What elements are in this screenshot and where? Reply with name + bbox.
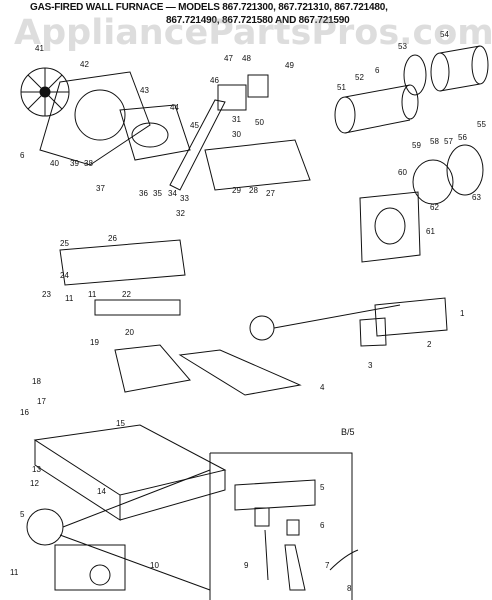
wall-plate-drawing [359, 191, 421, 263]
callout-label: 53 [398, 42, 407, 51]
callout-label: 24 [60, 271, 69, 280]
callout-label: 40 [50, 159, 59, 168]
callout-label: 52 [355, 73, 364, 82]
callout-label: 55 [477, 120, 486, 129]
watermark: AppliancePartsPros.com [14, 13, 492, 53]
blower-wheel-drawing [20, 67, 70, 117]
callout-label: 18 [32, 377, 41, 386]
callout-label: 42 [80, 60, 89, 69]
blower-housing-drawing [39, 71, 151, 166]
callout-label: 44 [170, 103, 179, 112]
callout-label: 60 [398, 168, 407, 177]
pilot-assembly-drawing [234, 479, 316, 511]
callout-label: 11 [88, 290, 97, 299]
callout-label: 5 [20, 510, 25, 519]
callout-label: 59 [412, 141, 421, 150]
callout-label: 26 [108, 234, 117, 243]
callout-label: 30 [232, 130, 241, 139]
callout-label: 31 [232, 115, 241, 124]
callout-label: 46 [210, 76, 219, 85]
callout-label: 19 [90, 338, 99, 347]
callout-label: 27 [266, 189, 275, 198]
callout-label: 25 [60, 239, 69, 248]
callout-label: 36 [139, 189, 148, 198]
callout-label: 48 [242, 54, 251, 63]
callout-label: 2 [427, 340, 432, 349]
callout-label: 37 [96, 184, 105, 193]
callout-label: 63 [472, 193, 481, 202]
callout-label: 16 [20, 408, 29, 417]
callout-label: 34 [168, 189, 177, 198]
callout-label: 57 [444, 137, 453, 146]
burner-drawing [114, 344, 191, 393]
callout-label: 22 [122, 290, 131, 299]
callout-label: 61 [426, 227, 435, 236]
callout-label: 32 [176, 209, 185, 218]
vent-pipe-drawing [334, 45, 489, 134]
callout-label: 1 [460, 309, 465, 318]
callout-label: 3 [368, 361, 373, 370]
callout-label: 9 [244, 561, 249, 570]
callout-label: 51 [337, 83, 346, 92]
callout-label: 10 [150, 561, 159, 570]
gas-valve-drawing [54, 544, 126, 591]
callout-label: 15 [116, 419, 125, 428]
callout-label: 49 [285, 61, 294, 70]
callout-label: 47 [224, 54, 233, 63]
callout-label: 58 [430, 137, 439, 146]
callout-label: 43 [140, 86, 149, 95]
base-pan-drawing [33, 424, 227, 496]
callout-label: 17 [37, 397, 46, 406]
diagram-code: B/5 [341, 427, 355, 437]
callout-label: 41 [35, 44, 44, 53]
callout-label: 14 [97, 487, 106, 496]
callout-label: 45 [190, 121, 199, 130]
callout-label: 11 [65, 294, 74, 303]
diagram-title-line2: 867.721490, 867.721580 AND 867.721590 [166, 15, 350, 26]
callout-label: 29 [232, 186, 241, 195]
callout-label: 7 [325, 561, 330, 570]
callout-label: 6 [375, 66, 380, 75]
callout-label: 39 [70, 159, 79, 168]
callout-label: 11 [10, 568, 19, 577]
callout-label: 28 [249, 186, 258, 195]
callout-label: 62 [430, 203, 439, 212]
callout-label: 12 [30, 479, 39, 488]
callout-label: 13 [32, 465, 41, 474]
callout-label: 6 [320, 521, 325, 530]
callout-label: 4 [320, 383, 325, 392]
callout-label: 38 [84, 159, 93, 168]
callout-label: 54 [440, 30, 449, 39]
callout-label: 8 [347, 584, 352, 593]
callout-label: 5 [320, 483, 325, 492]
callout-label: 50 [255, 118, 264, 127]
callout-label: 6 [20, 151, 25, 160]
callout-label: 33 [180, 194, 189, 203]
diagram-title: GAS-FIRED WALL FURNACE — MODELS 867.7213… [30, 2, 388, 13]
callout-label: 35 [153, 189, 162, 198]
callout-label: 20 [125, 328, 134, 337]
callout-label: 56 [458, 133, 467, 142]
callout-label: 23 [42, 290, 51, 299]
